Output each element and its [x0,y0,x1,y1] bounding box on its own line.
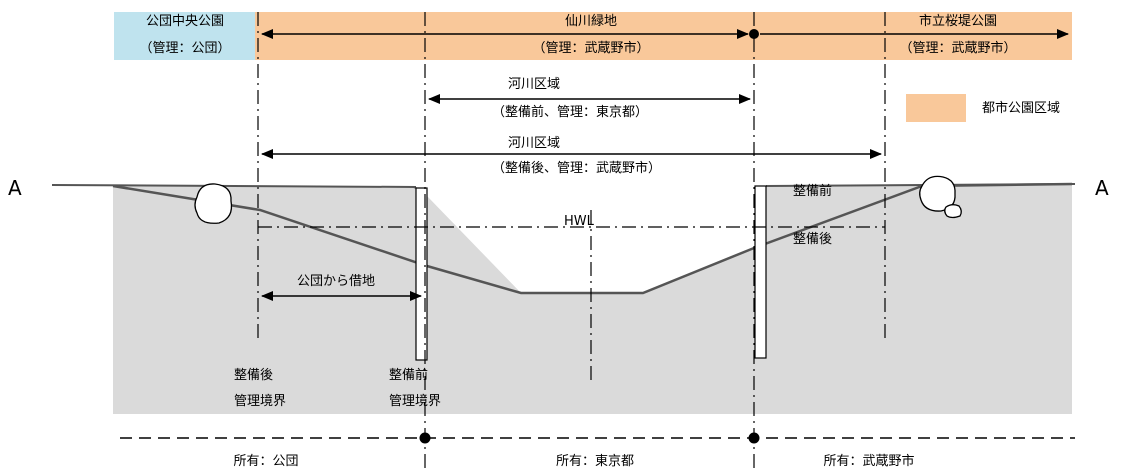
ownership-dot-left [419,432,431,444]
ownership-tokyo: 所有：東京都 [555,454,635,469]
legend-label: 都市公園区域 [982,101,1061,116]
koudan-park-zone [114,12,255,60]
senkawa-zone-manager: （管理：武蔵野市） [532,41,650,56]
boundary-before-line1: 整備前 [389,368,429,383]
river-area-after-title: 河川区域 [508,136,561,151]
right-small-stone [944,204,962,219]
senkawa-zone-name: 仙川緑地 [564,14,618,29]
koudan-zone-manager: （管理：公団） [139,41,231,56]
right-retaining-wall [754,185,767,359]
boundary-after-line2: 管理境界 [234,394,287,409]
section-mark-right: A [1095,176,1109,200]
ownership-dot-right [748,432,760,444]
boundary-after-line1: 整備後 [234,368,274,383]
left-retaining-wall [415,187,428,361]
shiritsu-zone-name: 市立桜堤公園 [918,14,998,29]
boundary-before-line2: 管理境界 [389,394,442,409]
river-area-before-note: （整備前、管理：東京都） [492,105,649,120]
right-label-after: 整備後 [793,232,833,247]
river-area-after-note: （整備後、管理：武蔵野市） [492,161,662,176]
shiritsu-zone-manager: （管理：武蔵野市） [899,41,1017,56]
right-label-before: 整備前 [793,184,833,199]
left-boulder [194,183,233,224]
koudan-zone-name: 公団中央公園 [145,14,225,29]
after-profile-line [112,182,1073,295]
ground-surface-left [51,184,417,188]
ownership-musashino: 所有：武蔵野市 [823,454,915,469]
zone-boundary-dot [749,29,759,39]
legend-swatch [906,94,966,122]
lease-label: 公団から借地 [297,274,376,289]
river-area-before-title: 河川区域 [508,77,561,92]
hwl-label: HWL [564,214,594,229]
section-mark-left: A [8,176,22,200]
ownership-koudan: 所有：公団 [233,454,299,469]
